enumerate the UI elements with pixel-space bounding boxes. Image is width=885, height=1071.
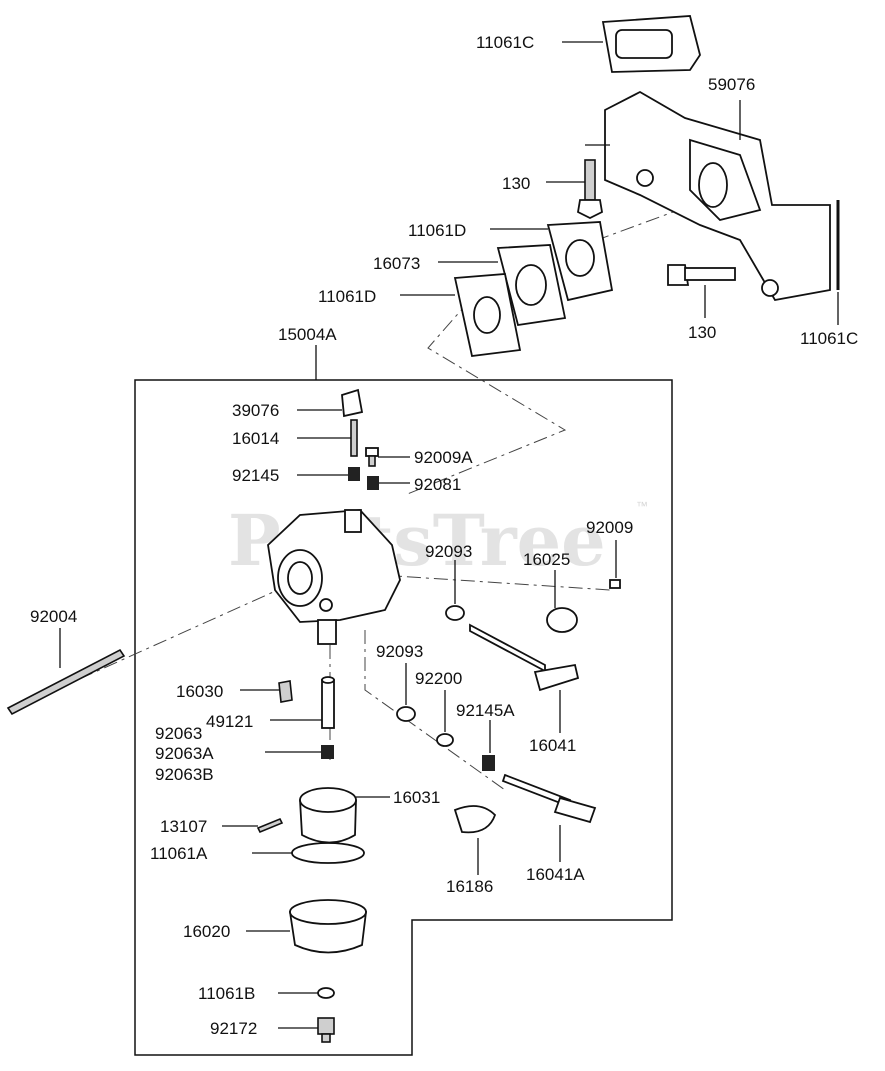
label-92081[interactable]: 92081 bbox=[414, 475, 461, 494]
spring-92063 bbox=[321, 745, 334, 759]
spring-92145 bbox=[348, 467, 360, 481]
throttle-plate-16025 bbox=[546, 607, 578, 633]
part-labels: 11061C 59076 130 11061D 16073 11061D 130… bbox=[30, 33, 858, 1038]
label-92009A[interactable]: 92009A bbox=[414, 448, 473, 467]
cap-39076 bbox=[341, 388, 364, 418]
o-ring-11061A bbox=[291, 842, 365, 864]
needle-16014 bbox=[350, 419, 358, 457]
spring-92081 bbox=[367, 476, 379, 490]
label-11061C-right[interactable]: 11061C bbox=[800, 329, 858, 348]
label-92063B[interactable]: 92063B bbox=[155, 765, 214, 784]
gasket-11061D-b bbox=[453, 273, 522, 357]
carburetor-body bbox=[267, 509, 401, 645]
label-39076[interactable]: 39076 bbox=[232, 401, 279, 420]
label-92093-a[interactable]: 92093 bbox=[425, 542, 472, 561]
label-11061C-top[interactable]: 11061C bbox=[476, 33, 534, 52]
label-11061D-b[interactable]: 11061D bbox=[318, 287, 376, 306]
stud-92004 bbox=[6, 648, 126, 716]
bushing-92093-a bbox=[445, 605, 465, 621]
label-16031[interactable]: 16031 bbox=[393, 788, 440, 807]
choke-plate-16186 bbox=[453, 805, 497, 834]
washer-92200 bbox=[436, 733, 454, 747]
label-15004A[interactable]: 15004A bbox=[278, 325, 337, 344]
gasket-11061D-a bbox=[546, 221, 614, 302]
spacer-16073 bbox=[496, 244, 567, 327]
screw-92009 bbox=[609, 579, 621, 589]
bolt-92172 bbox=[317, 1017, 335, 1043]
pin-13107 bbox=[256, 817, 284, 834]
label-59076[interactable]: 59076 bbox=[708, 75, 755, 94]
label-92200[interactable]: 92200 bbox=[415, 669, 462, 688]
bolt-130-right bbox=[667, 264, 736, 286]
watermark-trademark: ™ bbox=[636, 499, 648, 513]
bushing-92093-b bbox=[396, 706, 416, 722]
label-92063[interactable]: 92063 bbox=[155, 724, 202, 743]
label-92145A[interactable]: 92145A bbox=[456, 701, 515, 720]
emulsion-tube-49121 bbox=[321, 676, 335, 729]
label-92004[interactable]: 92004 bbox=[30, 607, 77, 626]
label-16041A[interactable]: 16041A bbox=[526, 865, 585, 884]
label-11061B[interactable]: 11061B bbox=[198, 984, 255, 1003]
label-11061D-a[interactable]: 11061D bbox=[408, 221, 466, 240]
label-92145[interactable]: 92145 bbox=[232, 466, 279, 485]
spring-92145A bbox=[482, 755, 495, 771]
float-bowl-16020 bbox=[288, 899, 368, 954]
label-16073[interactable]: 16073 bbox=[373, 254, 420, 273]
label-92009[interactable]: 92009 bbox=[586, 518, 633, 537]
label-92093-b[interactable]: 92093 bbox=[376, 642, 423, 661]
label-16025[interactable]: 16025 bbox=[523, 550, 570, 569]
label-130-right[interactable]: 130 bbox=[688, 323, 716, 342]
label-16041[interactable]: 16041 bbox=[529, 736, 576, 755]
jet-16030 bbox=[278, 680, 293, 703]
carburetor-assembly-frame bbox=[134, 379, 673, 1056]
washer-11061B bbox=[317, 987, 335, 999]
screw-92009A bbox=[365, 447, 379, 467]
choke-shaft-16041A bbox=[501, 773, 597, 824]
bolt-130-top bbox=[577, 159, 603, 220]
label-16030[interactable]: 16030 bbox=[176, 682, 223, 701]
label-130-top[interactable]: 130 bbox=[502, 174, 530, 193]
label-16014[interactable]: 16014 bbox=[232, 429, 279, 448]
label-92172[interactable]: 92172 bbox=[210, 1019, 257, 1038]
label-49121[interactable]: 49121 bbox=[206, 712, 253, 731]
intake-manifold-59076 bbox=[604, 90, 831, 301]
float-16031 bbox=[299, 787, 357, 844]
label-13107[interactable]: 13107 bbox=[160, 817, 207, 836]
label-16020[interactable]: 16020 bbox=[183, 922, 230, 941]
throttle-shaft-16041 bbox=[469, 623, 580, 692]
label-11061A[interactable]: 11061A bbox=[150, 844, 208, 863]
gasket-11061C-top bbox=[601, 15, 701, 73]
label-92063A[interactable]: 92063A bbox=[155, 744, 214, 763]
label-16186[interactable]: 16186 bbox=[446, 877, 493, 896]
